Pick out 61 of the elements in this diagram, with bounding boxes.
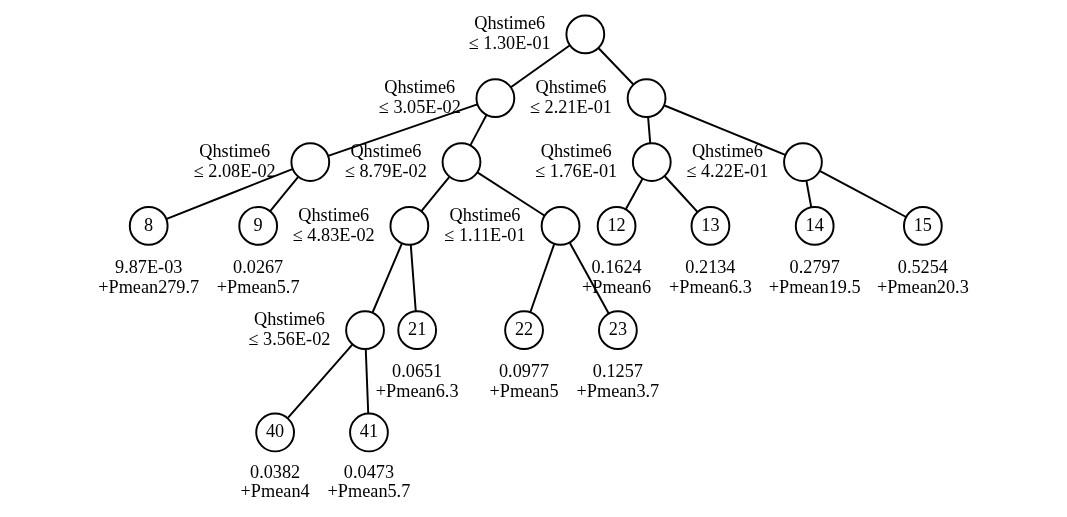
node-label: 0.0651 +Pmean6.3 bbox=[375, 361, 459, 401]
node-circle: 15 bbox=[903, 206, 943, 246]
node-label: Qhstime6 ≤ 1.76E-01 bbox=[535, 141, 618, 181]
node-label: Qhstime6 ≤ 3.56E-02 bbox=[248, 309, 331, 349]
connector bbox=[568, 241, 610, 315]
node-label: Qhstime6 ≤ 4.22E-01 bbox=[686, 141, 769, 181]
connector bbox=[469, 114, 488, 147]
node-circle bbox=[475, 78, 516, 119]
node-circle bbox=[783, 142, 823, 182]
node-circle bbox=[565, 14, 606, 55]
node-label: 0.0382 +Pmean4 bbox=[240, 461, 310, 502]
connector bbox=[409, 244, 417, 313]
node-label: 0.5254 +Pmean20.3 bbox=[876, 257, 969, 297]
connector bbox=[819, 170, 908, 218]
connector bbox=[509, 44, 571, 89]
node-circle: 9 bbox=[238, 206, 279, 246]
node-circle: 22 bbox=[504, 310, 544, 351]
node-label: 0.2134 +Pmean6.3 bbox=[669, 257, 752, 297]
connector bbox=[647, 116, 652, 144]
node-label: Qhstime6 ≤ 1.30E-01 bbox=[468, 13, 551, 53]
node-label: 9.87E-03 +Pmean279.7 bbox=[98, 257, 200, 297]
node-circle: 41 bbox=[349, 412, 389, 453]
node-label: 0.1257 +Pmean3.7 bbox=[576, 361, 660, 401]
node-label: 0.2797 +Pmean19.5 bbox=[768, 257, 861, 297]
node-circle: 14 bbox=[794, 206, 835, 246]
connector bbox=[476, 171, 546, 217]
node-circle: 21 bbox=[397, 310, 438, 351]
connector bbox=[805, 179, 813, 208]
connector bbox=[364, 348, 370, 415]
node-circle: 13 bbox=[690, 206, 731, 246]
node-label: 0.0977 +Pmean5 bbox=[489, 361, 559, 401]
node-circle bbox=[345, 310, 385, 351]
node-circle bbox=[441, 142, 482, 182]
connector bbox=[420, 175, 451, 213]
connector bbox=[624, 177, 644, 210]
connector bbox=[327, 103, 479, 157]
connector bbox=[529, 243, 556, 314]
node-label: Qhstime6 ≤ 4.83E-02 bbox=[292, 204, 375, 245]
node-label: Qhstime6 ≤ 1.11E-01 bbox=[444, 204, 526, 245]
node-circle: 12 bbox=[596, 206, 637, 246]
node-circle bbox=[626, 78, 667, 119]
node-label: Qhstime6 ≤ 2.21E-01 bbox=[530, 77, 612, 117]
node-label: Qhstime6 ≤ 2.08E-02 bbox=[193, 141, 276, 181]
connector bbox=[597, 47, 635, 86]
node-label: Qhstime6 ≤ 3.05E-02 bbox=[378, 77, 461, 117]
node-label: Qhstime6 ≤ 8.79E-02 bbox=[344, 141, 427, 181]
node-circle bbox=[290, 142, 331, 182]
connector bbox=[287, 343, 354, 419]
connector bbox=[663, 104, 787, 156]
node-circle: 8 bbox=[128, 206, 169, 246]
node-circle bbox=[540, 206, 581, 246]
connector bbox=[663, 175, 699, 213]
node-circle bbox=[389, 206, 430, 246]
node-circle: 40 bbox=[255, 412, 295, 453]
node-circle: 23 bbox=[598, 310, 638, 351]
connector bbox=[165, 168, 294, 220]
connector bbox=[371, 242, 403, 314]
connector bbox=[269, 175, 300, 213]
node-circle bbox=[631, 142, 672, 182]
node-label: 0.0473 +Pmean5.7 bbox=[327, 461, 411, 502]
node-label: 0.0267 +Pmean5.7 bbox=[216, 257, 300, 297]
